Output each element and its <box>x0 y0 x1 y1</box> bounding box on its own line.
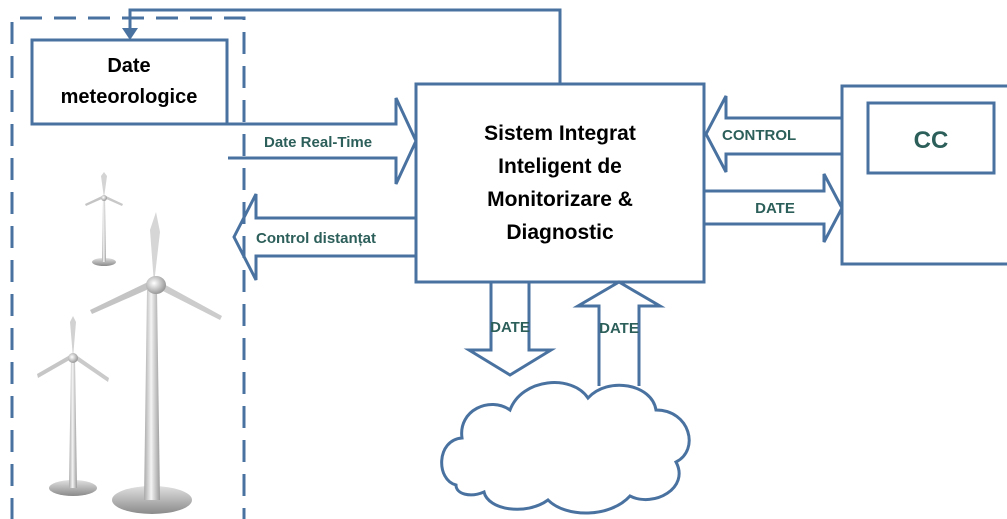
cloud-icon <box>440 381 691 515</box>
date-up-label: DATE <box>599 320 639 337</box>
realtime-data-arrow: Date Real-Time <box>228 97 418 185</box>
realtime-label: Date Real-Time <box>264 134 372 151</box>
remote-control-label: Control distanțat <box>256 230 376 247</box>
wind-turbine-icon <box>90 212 222 514</box>
weather-box-line2: meteorologice <box>61 86 198 108</box>
main-box-line4: Diagnostic <box>506 221 614 244</box>
remote-control-arrow: Control distanțat <box>232 193 416 281</box>
date-down-arrow: DATE <box>463 282 557 377</box>
cc-label: CC <box>914 127 949 154</box>
main-system-box: Sistem Integrat Inteligent de Monitoriza… <box>414 82 706 284</box>
weather-box-line1: Date <box>107 55 150 77</box>
weather-data-box: Date meteorologice <box>30 38 229 126</box>
cc-box: CC <box>840 84 1007 266</box>
date-up-arrow: DATE <box>572 280 666 386</box>
main-box-line3: Monitorizare & <box>487 188 633 211</box>
feedback-arrowhead <box>122 28 138 40</box>
wind-farm-boundary <box>10 16 246 519</box>
date-out-arrow: DATE <box>704 173 844 243</box>
wind-turbine-icon <box>37 316 109 496</box>
date-out-label: DATE <box>755 200 795 217</box>
control-label: CONTROL <box>722 127 796 144</box>
main-box-line2: Inteligent de <box>498 155 622 178</box>
feedback-line <box>128 8 562 84</box>
control-arrow: CONTROL <box>704 95 842 173</box>
main-box-line1: Sistem Integrat <box>484 122 636 145</box>
wind-turbine-icon <box>85 172 123 266</box>
date-down-label: DATE <box>490 319 530 336</box>
